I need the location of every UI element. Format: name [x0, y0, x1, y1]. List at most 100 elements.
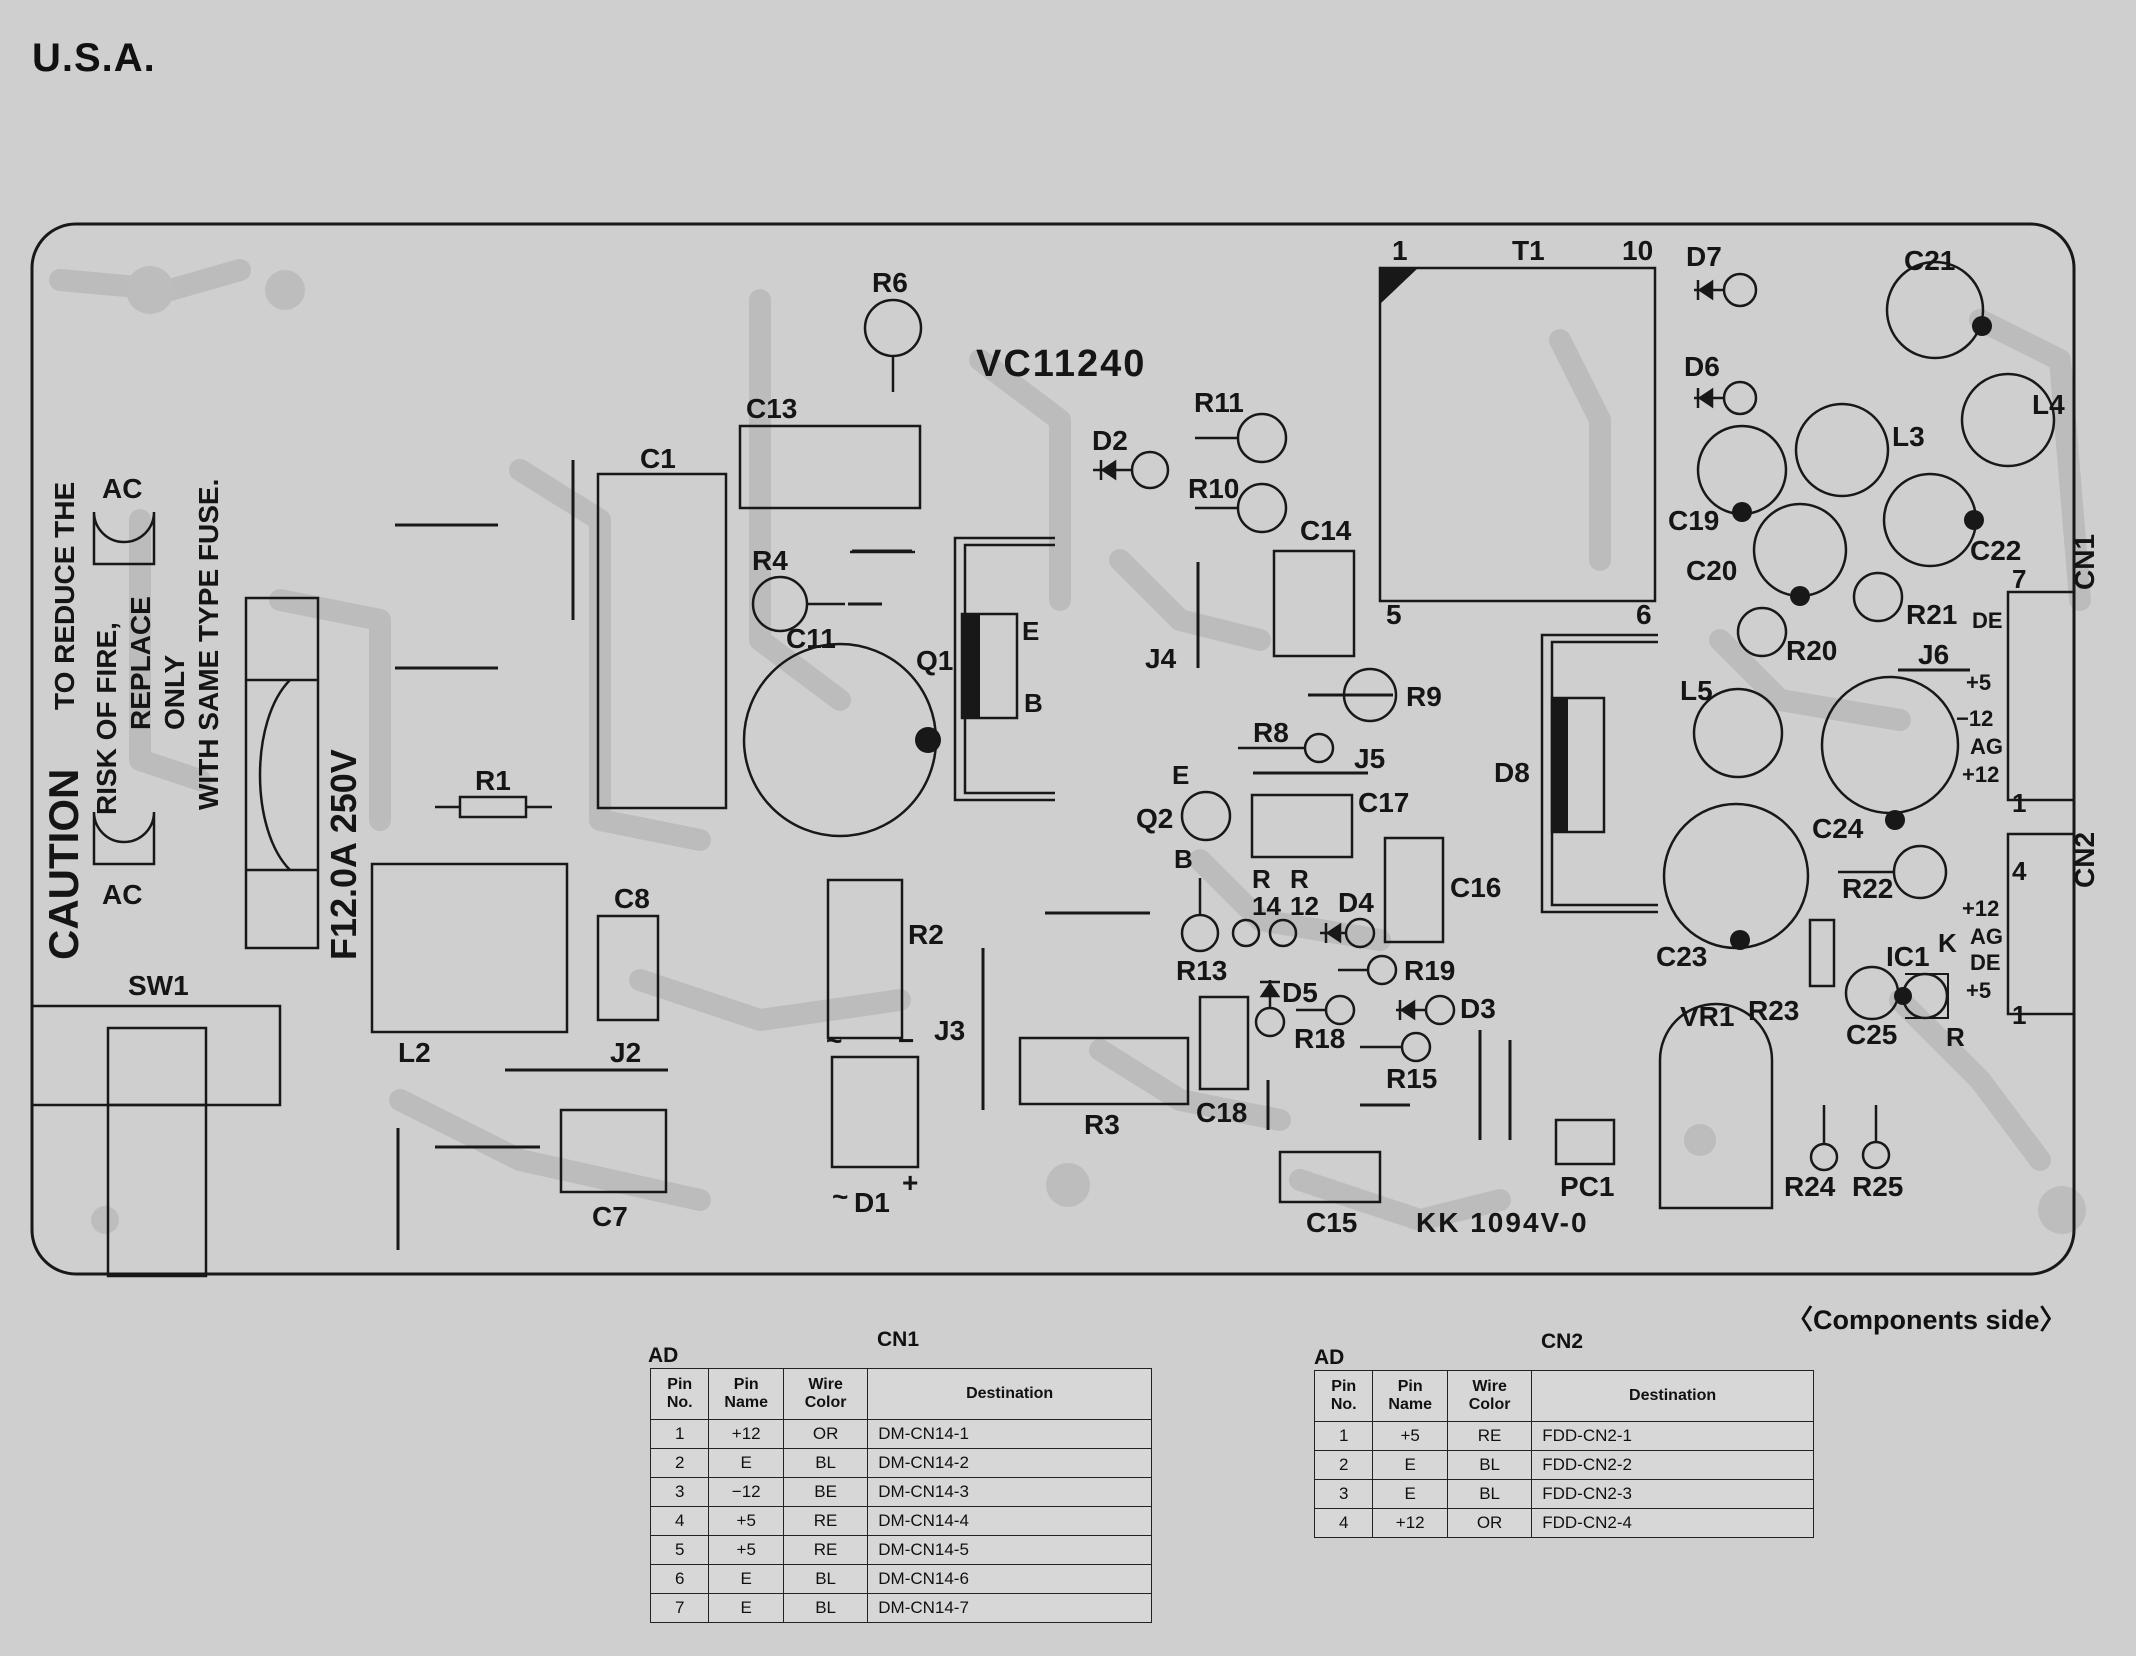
svg-text:C24: C24	[1812, 813, 1864, 844]
svg-text:C1: C1	[640, 443, 676, 474]
svg-text:R1: R1	[475, 765, 511, 796]
svg-text:R22: R22	[1842, 873, 1893, 904]
svg-text:J2: J2	[610, 1037, 641, 1068]
svg-text:+5: +5	[1966, 978, 1991, 1003]
d6-body	[1722, 380, 1758, 416]
d7-body	[1722, 272, 1758, 308]
r6-body	[863, 298, 923, 358]
t1-body	[1378, 266, 1657, 603]
svg-text:R11: R11	[1194, 387, 1244, 418]
svg-text:KK 1094V-0: KK 1094V-0	[1416, 1207, 1589, 1238]
table-cell: DM-CN14-3	[867, 1477, 1152, 1507]
table-cell: E	[1372, 1450, 1448, 1480]
table-cell: DM-CN14-4	[867, 1506, 1152, 1536]
svg-text:+12: +12	[1962, 762, 1999, 787]
svg-text:C25: C25	[1846, 1019, 1897, 1050]
fuse-holder	[244, 596, 320, 950]
svg-text:R19: R19	[1404, 955, 1455, 986]
r18-body	[1324, 994, 1356, 1026]
region-label: U.S.A.	[32, 36, 156, 80]
table-cell: 3	[649, 1477, 710, 1507]
svg-text:L5: L5	[1680, 675, 1713, 706]
c19-body	[1696, 424, 1788, 516]
table-cell: DM-CN14-1	[867, 1419, 1152, 1449]
svg-text:R: R	[1946, 1022, 1965, 1052]
svg-text:~: ~	[832, 1181, 848, 1212]
svg-text:R15: R15	[1386, 1063, 1437, 1094]
c14-body	[1272, 549, 1356, 658]
c1-body	[596, 472, 728, 810]
svg-text:WITH SAME TYPE FUSE.: WITH SAME TYPE FUSE.	[193, 479, 224, 810]
l4-body	[1960, 372, 2056, 468]
label-cn1: CN1	[2069, 534, 2100, 590]
svg-text:R9: R9	[1406, 681, 1442, 712]
svg-text:DE: DE	[1970, 950, 2001, 975]
table-cell: +5	[708, 1535, 784, 1565]
svg-text:D2: D2	[1092, 425, 1128, 456]
table-cell: +12	[1372, 1508, 1448, 1538]
table-cell: 4	[1313, 1508, 1374, 1538]
svg-text:R23: R23	[1748, 995, 1799, 1026]
svg-text:F12.0A 250V: F12.0A 250V	[323, 749, 364, 960]
table-cell: E	[708, 1448, 784, 1478]
svg-text:10: 10	[1622, 235, 1653, 266]
table-cell: DM-CN14-2	[867, 1448, 1152, 1478]
r25-body	[1861, 1140, 1891, 1170]
svg-text:C20: C20	[1686, 555, 1737, 586]
component-labels: VC11240 R6 C13 C1 R4 C11 Q1 E B R1 C8 L2…	[398, 235, 2065, 1238]
svg-text:TO REDUCE THE: TO REDUCE THE	[49, 482, 80, 710]
t1-pin1-marker	[1380, 268, 1418, 304]
table-cell: 1	[1313, 1421, 1374, 1451]
svg-text:R20: R20	[1786, 635, 1837, 666]
c11-body	[742, 642, 938, 838]
svg-text:AG: AG	[1970, 734, 2003, 759]
table-cell: FDD-CN2-2	[1531, 1450, 1814, 1480]
svg-text:CN1: CN1	[2069, 534, 2100, 590]
r24-body	[1809, 1142, 1839, 1172]
r22-body	[1892, 844, 1948, 900]
svg-text:B: B	[1024, 688, 1043, 718]
svg-text:C7: C7	[592, 1201, 628, 1232]
svg-text:+12: +12	[1962, 896, 1999, 921]
table-cell: 5	[649, 1535, 710, 1565]
c8-body	[596, 914, 660, 1022]
caution-text: CAUTION TO REDUCE THE RISK OF FIRE, REPL…	[40, 479, 224, 960]
c15-body	[1278, 1150, 1382, 1204]
table-cell: E	[708, 1564, 784, 1594]
r20-body	[1736, 606, 1788, 658]
svg-text:4: 4	[2012, 856, 2027, 886]
c24-body	[1820, 675, 1960, 815]
l3-body	[1794, 402, 1890, 498]
svg-text:C17: C17	[1358, 787, 1409, 818]
table-cell: RE	[1446, 1421, 1533, 1451]
table-cell: DM-CN14-5	[867, 1535, 1152, 1565]
r2-body	[826, 878, 904, 1040]
r8-body	[1303, 732, 1335, 764]
c18-body	[1198, 995, 1250, 1091]
svg-text:7: 7	[2012, 564, 2026, 594]
sw1-switch	[32, 1004, 282, 1278]
table-cell: BL	[1446, 1479, 1533, 1509]
svg-text:C8: C8	[614, 883, 650, 914]
c22-body	[1882, 472, 1978, 568]
c13-body	[738, 424, 922, 510]
table-cell: 2	[1313, 1450, 1374, 1480]
svg-text:VC11240: VC11240	[976, 343, 1146, 385]
label-sw1: SW1	[128, 970, 189, 1001]
c16-body	[1383, 836, 1445, 944]
d8-tab	[1552, 698, 1568, 832]
svg-text:D3: D3	[1460, 993, 1496, 1024]
r9-body	[1342, 667, 1398, 723]
svg-text:Q2: Q2	[1136, 803, 1173, 834]
d1-body	[830, 1055, 920, 1169]
